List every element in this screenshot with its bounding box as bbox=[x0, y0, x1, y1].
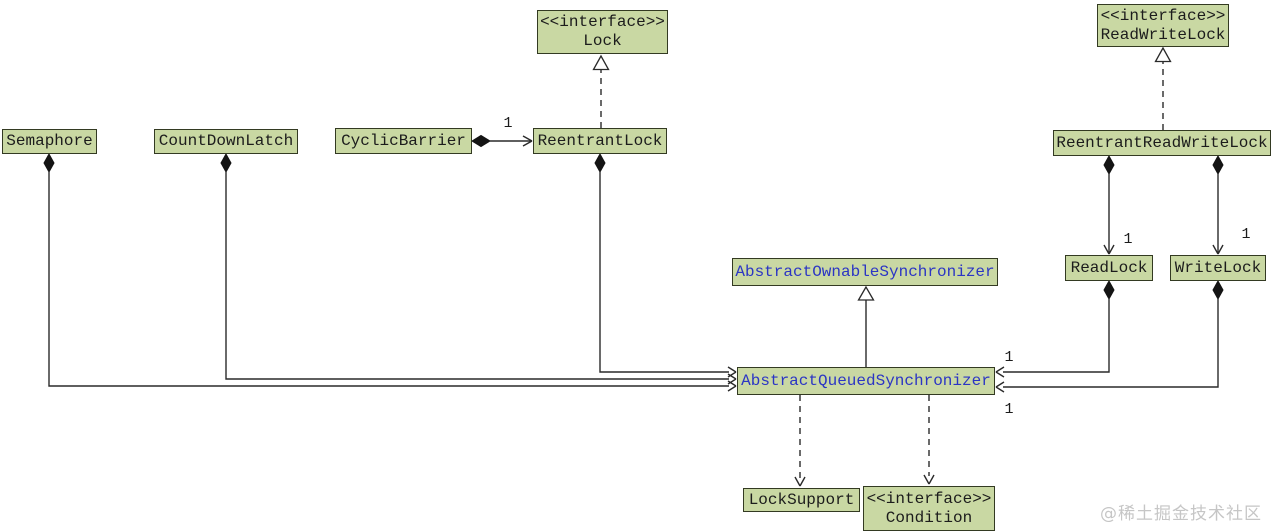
class-name-label: Semaphore bbox=[6, 132, 93, 150]
class-name-label: CyclicBarrier bbox=[341, 131, 466, 150]
class-box-abstractqueuedsynchronizer: AbstractQueuedSynchronizer bbox=[737, 367, 995, 395]
class-box-readwritelock-interface: <<interface>> ReadWriteLock bbox=[1097, 4, 1229, 47]
class-box-semaphore: Semaphore bbox=[2, 129, 97, 154]
class-name-label: ReadLock bbox=[1070, 258, 1148, 277]
multiplicity-label-readlock-aqs: 1 bbox=[1004, 349, 1013, 366]
class-name-label: AbstractQueuedSynchronizer bbox=[741, 371, 991, 390]
edge-composition-writelock-aqs bbox=[995, 279, 1224, 393]
edge-composition-readlock-aqs bbox=[995, 279, 1115, 378]
multiplicity-label-writelock-aqs: 1 bbox=[1004, 401, 1013, 418]
edge-composition-countdownlatch-aqs bbox=[220, 152, 737, 385]
edge-composition-cyclicbarrier-reentrantlock bbox=[471, 134, 533, 148]
stereotype-label: <<interface>> bbox=[540, 13, 665, 31]
edge-realization-rrwl-readwritelock bbox=[1154, 46, 1172, 130]
class-box-abstractownablesynchronizer: AbstractOwnableSynchronizer bbox=[732, 258, 998, 286]
class-name-label: Condition bbox=[885, 508, 973, 527]
edge-composition-rrwl-readlock bbox=[1103, 154, 1115, 255]
class-box-locksupport: LockSupport bbox=[743, 488, 860, 512]
class-name-label: ReentrantReadWriteLock bbox=[1056, 133, 1268, 152]
class-box-reentrantlock: ReentrantLock bbox=[533, 128, 667, 154]
stereotype-label: <<interface>> bbox=[1100, 6, 1226, 25]
class-box-readlock: ReadLock bbox=[1065, 255, 1153, 281]
class-box-lock-interface: <<interface>> Lock bbox=[537, 10, 668, 54]
class-box-reentrantreadwritelock: ReentrantReadWriteLock bbox=[1053, 130, 1271, 156]
multiplicity-label-cyclicbarrier-reentrantlock: 1 bbox=[503, 115, 512, 132]
class-name-label: AbstractOwnableSynchronizer bbox=[735, 262, 995, 281]
class-name-label: ReadWriteLock bbox=[1100, 25, 1226, 44]
class-name-label: CountDownLatch bbox=[158, 132, 294, 150]
class-box-countdownlatch: CountDownLatch bbox=[154, 129, 298, 154]
class-name-label: LockSupport bbox=[748, 490, 855, 509]
edge-realization-reentrantlock-lock bbox=[592, 54, 610, 128]
edge-dependency-aqs-locksupport bbox=[794, 395, 806, 487]
class-box-cyclicbarrier: CyclicBarrier bbox=[335, 128, 472, 154]
edge-composition-reentrantlock-aqs bbox=[594, 152, 737, 378]
edge-composition-semaphore-aqs bbox=[43, 152, 737, 392]
class-name-label: WriteLock bbox=[1174, 258, 1262, 277]
watermark-text: @稀土掘金技术社区 bbox=[1100, 504, 1262, 524]
edge-dependency-aqs-condition bbox=[923, 395, 935, 485]
stereotype-label: <<interface>> bbox=[866, 489, 992, 508]
edge-composition-rrwl-writelock bbox=[1212, 154, 1224, 255]
class-name-label: ReentrantLock bbox=[537, 131, 663, 150]
class-box-writelock: WriteLock bbox=[1170, 255, 1266, 281]
multiplicity-label-rrwl-readlock: 1 bbox=[1123, 231, 1132, 248]
class-box-condition-interface: <<interface>> Condition bbox=[863, 486, 995, 531]
multiplicity-label-rrwl-writelock: 1 bbox=[1241, 226, 1250, 243]
edge-generalization-aqs-aos bbox=[857, 285, 875, 367]
class-name-label: Lock bbox=[583, 32, 622, 50]
